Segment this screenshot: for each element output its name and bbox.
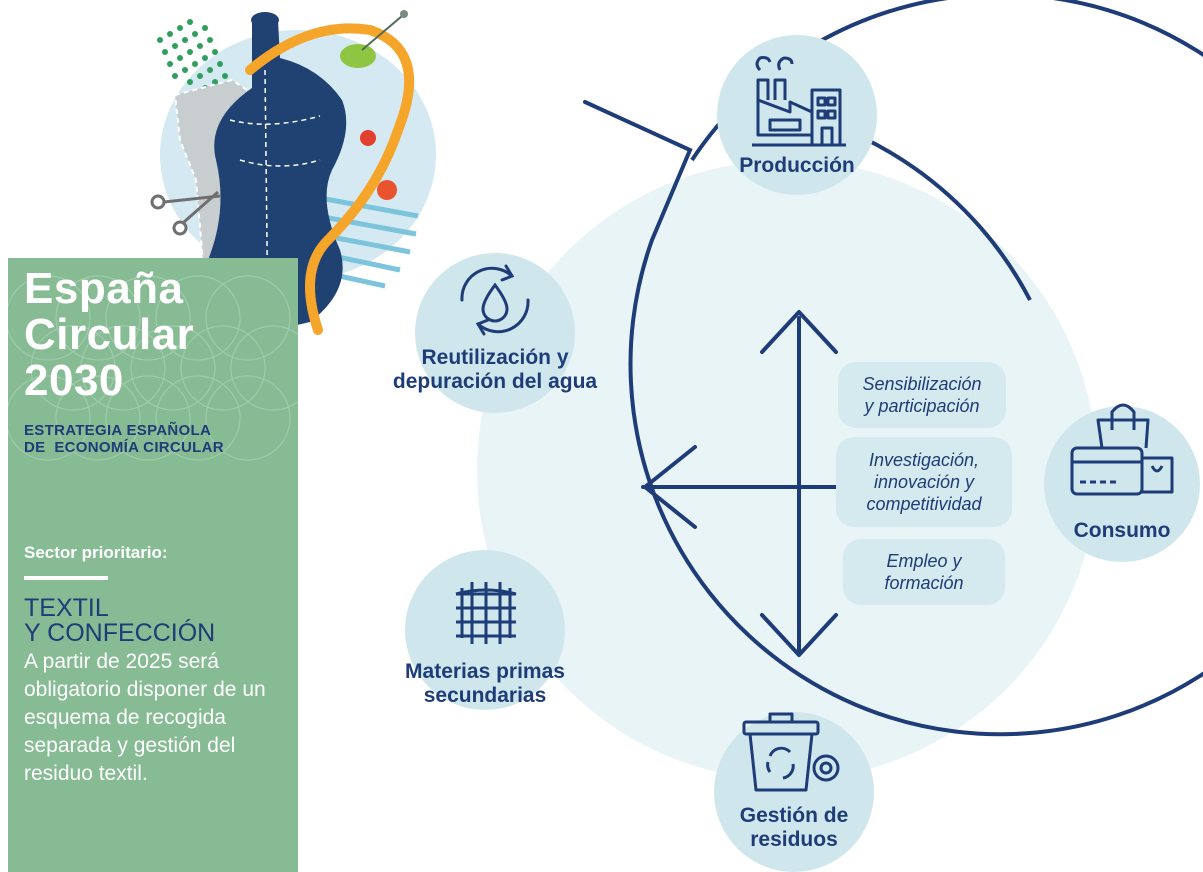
node-produccion-label: Producción — [739, 154, 855, 177]
sector-name: TEXTIL Y CONFECCIÓN — [24, 594, 216, 647]
node-agua-label: Reutilización y depuración del agua — [392, 346, 598, 393]
pill-investigacion: Investigación, innovación y competitivid… — [836, 437, 1012, 527]
strategy-panel: España Circular 2030 ESTRATEGIA ESPAÑOLA… — [8, 258, 298, 872]
node-consumo-circle — [1044, 406, 1200, 562]
brand-title: España Circular 2030 — [24, 264, 195, 405]
sector-label: Sector prioritario: — [24, 543, 168, 562]
panel-ring-pattern — [8, 275, 298, 461]
water-drop-cycle-icon — [460, 264, 530, 336]
tailoring-illustration — [150, 10, 436, 396]
cycle-ring — [628, 0, 1203, 737]
sector-divider — [24, 576, 108, 580]
sector-description: A partir de 2025 será obligatorio dispon… — [24, 650, 266, 785]
node-residuos-label: Gestión de residuos — [739, 804, 849, 851]
pill-empleo: Empleo y formación — [843, 539, 1005, 605]
node-consumo-label: Consumo — [1073, 519, 1171, 542]
pill-sensibilizacion: Sensibilización y participación — [838, 362, 1006, 428]
factory-icon — [752, 56, 846, 147]
brand-subtitle: ESTRATEGIA ESPAÑOLA DE ECONOMÍA CIRCULAR — [24, 422, 224, 456]
node-materias-label: Materias primas secundarias — [405, 660, 565, 707]
credit-card-shopping-bag-icon — [1070, 403, 1174, 496]
cross-arrows — [641, 310, 842, 657]
node-produccion-circle — [717, 35, 877, 195]
recycle-bin-gear-icon — [742, 712, 840, 792]
woven-fabric-icon — [455, 582, 517, 644]
cycle-arrowhead — [583, 100, 693, 242]
node-residuos-circle — [714, 712, 874, 872]
